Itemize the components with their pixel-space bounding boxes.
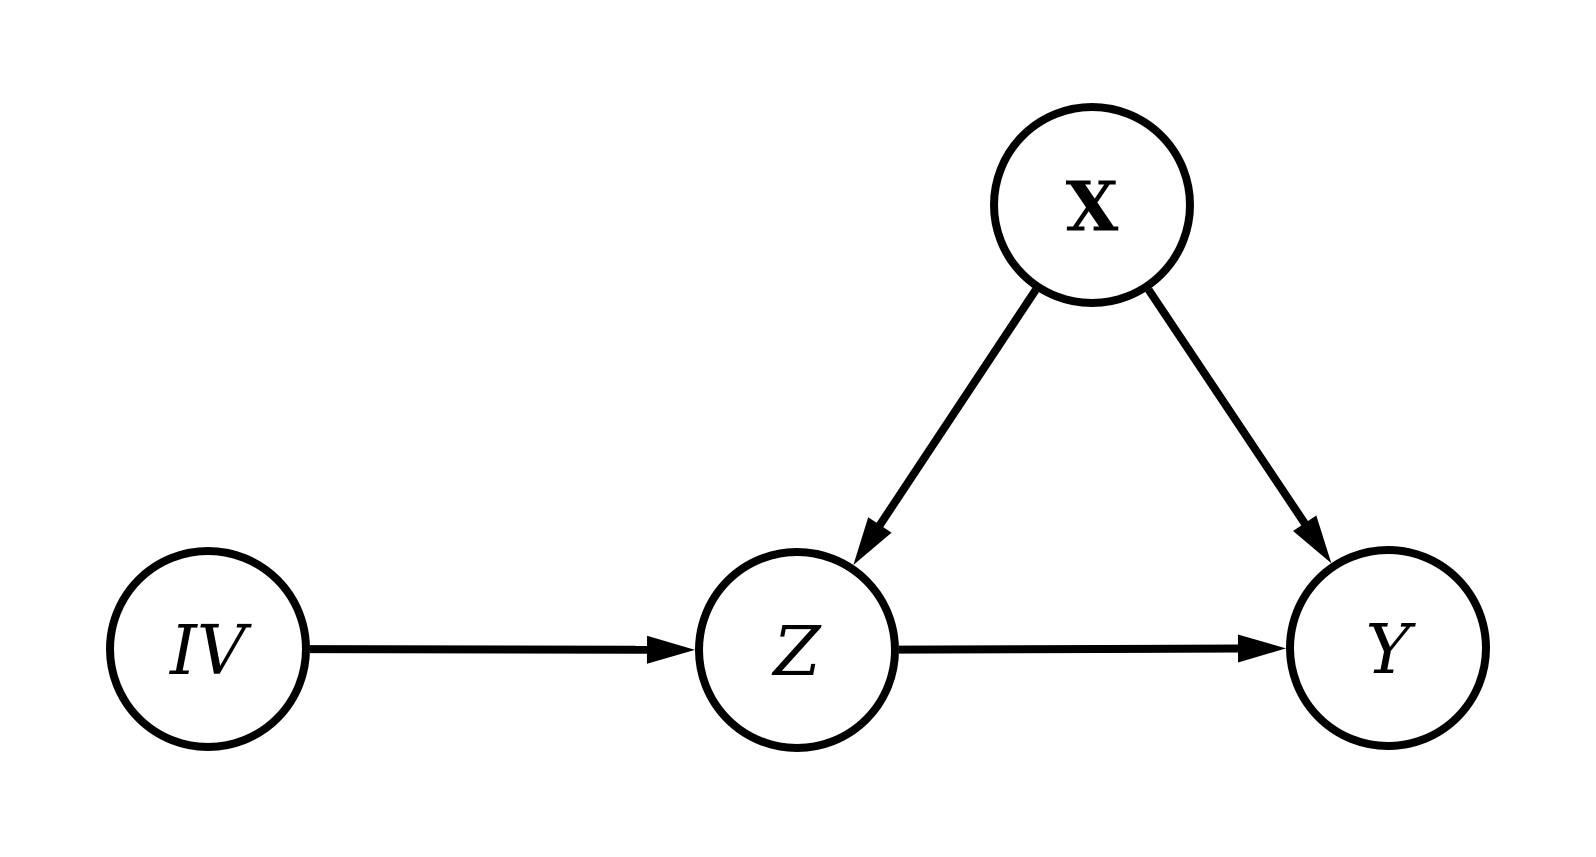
node-y-label: Y	[1366, 611, 1417, 690]
node-iv-circle	[106, 547, 310, 751]
edge-iv-z-arrowhead-icon	[646, 635, 696, 664]
node-z-label: Z	[771, 613, 822, 692]
edge-iv-z-line	[309, 645, 652, 654]
edge-x-z-arrowhead-icon	[853, 517, 892, 565]
node-iv-label: IV	[168, 612, 252, 691]
edge-x-y-arrowhead-icon	[1293, 515, 1332, 564]
edge-z-y-line	[898, 644, 1243, 654]
node-y-circle	[1286, 546, 1490, 750]
edge-x-y-line	[1145, 287, 1311, 529]
node-x-label: X	[1066, 168, 1119, 248]
edge-x-z-line	[874, 287, 1039, 531]
node-x-circle	[990, 103, 1194, 307]
node-z-circle	[695, 548, 899, 752]
edge-z-y-arrowhead-icon	[1237, 634, 1287, 663]
